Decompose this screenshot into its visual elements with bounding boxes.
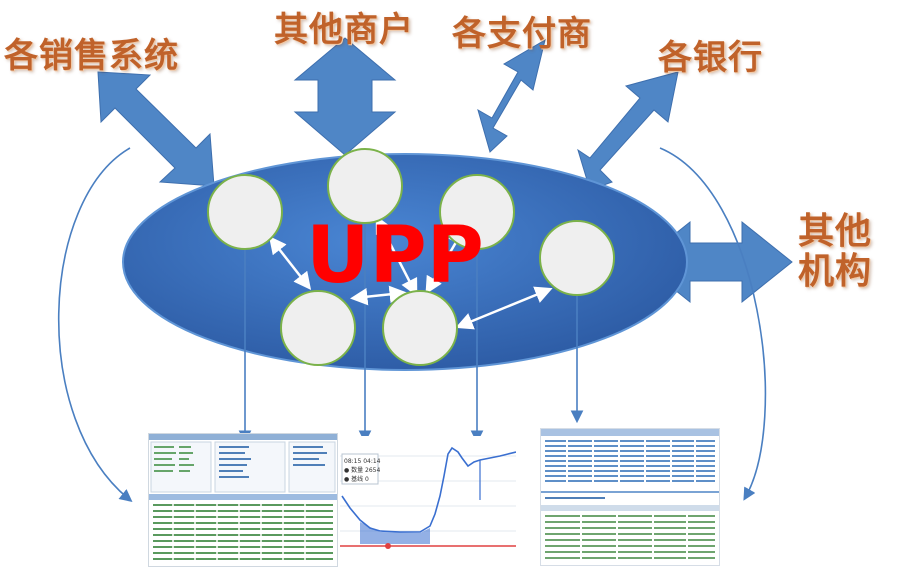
chart-tooltip-time: 08:15 04:14 <box>344 458 381 465</box>
label-other-merchants: 其他商户 <box>274 10 414 50</box>
monitor-screen-chart: 08:15 04:14 ● 数量 2654 ● 基线 0 <box>340 436 516 562</box>
chart-tooltip-value: ● 数量 2654 <box>344 466 381 474</box>
left-table-grid <box>149 434 337 566</box>
chart-tooltip <box>341 453 379 485</box>
arrow-banks <box>577 71 679 191</box>
node-4 <box>539 220 615 296</box>
node-1 <box>207 174 283 250</box>
arrow-payment-providers <box>477 38 546 153</box>
arrow-sales-systems <box>97 71 215 187</box>
node-5 <box>280 290 356 366</box>
right-table-grid <box>541 429 719 563</box>
monitor-screen-left <box>148 433 338 567</box>
link-n2-n6 <box>375 215 418 297</box>
label-banks: 各银行 <box>658 38 763 78</box>
node-2 <box>327 148 403 224</box>
monitor-screen-right <box>540 428 720 566</box>
node-3 <box>439 174 515 250</box>
link-n5-n6 <box>350 285 407 306</box>
arrow-other-merchants <box>293 37 397 156</box>
label-other-institutions-line1: 其他 <box>798 211 873 252</box>
monitor-chart: 08:15 04:14 ● 数量 2654 ● 基线 0 <box>340 436 516 562</box>
upp-title: UPP <box>306 211 484 301</box>
link-n6-n4 <box>455 286 553 330</box>
chart-tooltip-baseline: ● 基线 0 <box>344 475 369 483</box>
label-other-institutions-line2: 机构 <box>798 251 873 292</box>
label-other-institutions: 其他 机构 <box>798 212 872 292</box>
node-6 <box>382 290 458 366</box>
label-payment-providers: 各支付商 <box>452 14 592 54</box>
loop-left <box>57 147 133 503</box>
label-sales-systems: 各销售系统 <box>4 36 179 76</box>
link-n1-n5 <box>268 236 312 290</box>
loop-right <box>659 147 767 501</box>
